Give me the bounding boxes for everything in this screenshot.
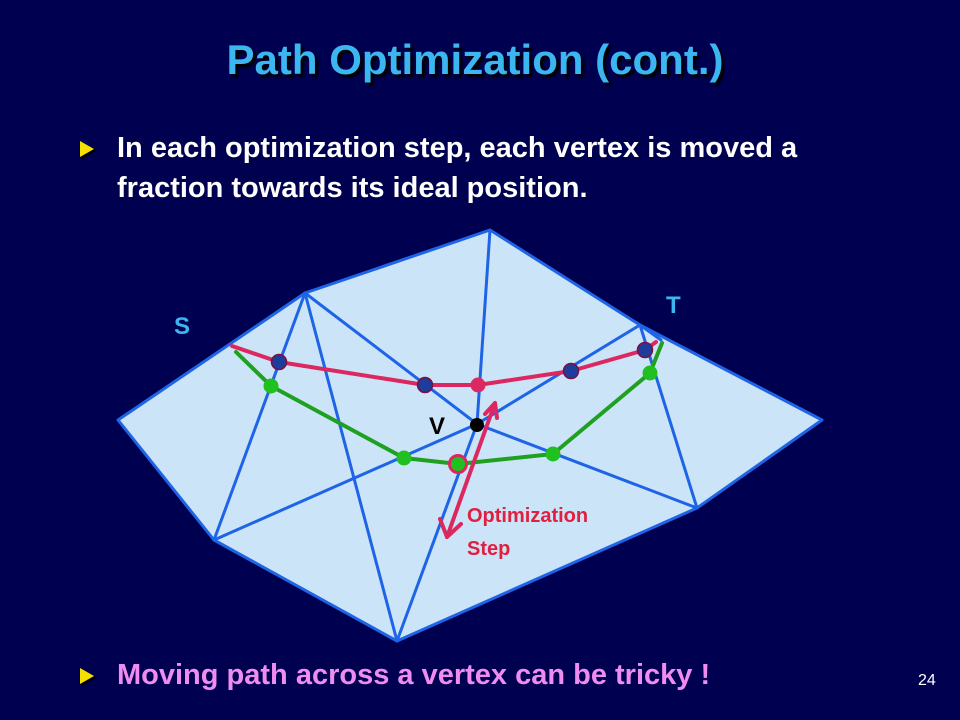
label-vertex: V — [429, 413, 445, 440]
bullet-1: In each optimization step, each vertex i… — [80, 128, 900, 208]
page-number: 24 — [918, 672, 936, 689]
bullet-triangle-icon — [80, 141, 94, 157]
bullet-1-text: In each optimization step, each vertex i… — [117, 132, 798, 204]
label-step: Step — [467, 538, 510, 560]
bullet-triangle-icon — [80, 668, 94, 684]
mesh-boundary — [116, 228, 824, 643]
label-optimization: Optimization — [467, 505, 588, 527]
optimization-step-arrow — [438, 401, 499, 539]
label-target: T — [666, 292, 681, 319]
old-path-vertices — [270, 341, 654, 394]
vertex-v-dot — [470, 418, 484, 432]
bullet-2: Moving path across a vertex can be trick… — [80, 655, 900, 695]
slide-title: Path Optimization (cont.) — [226, 36, 724, 83]
new-path-vertices — [263, 365, 658, 474]
bullet-2-text: Moving path across a vertex can be trick… — [117, 659, 711, 691]
mesh-edges — [212, 228, 699, 643]
label-source: S — [174, 313, 190, 340]
